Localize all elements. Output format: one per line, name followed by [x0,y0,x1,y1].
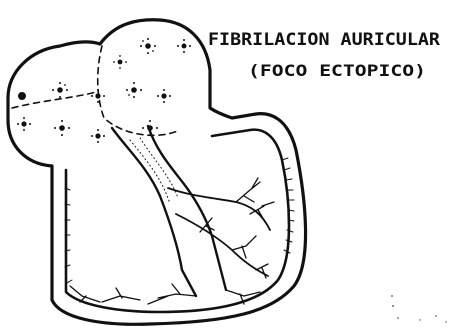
septum-stipple [130,138,178,204]
ectopic-focus [177,39,191,53]
ectopic-focus [54,120,70,136]
ectopic-focus [52,82,68,98]
ectopic-focus [17,117,31,131]
ectopic-focus [113,55,127,69]
ectopic-focus [126,82,142,98]
diagram-subtitle: (FOCO ECTOPICO) [248,61,426,80]
septum-bundle [112,126,226,296]
purkinje-fibers [70,178,274,304]
atrium-dashed-border [98,46,180,135]
ectopic-focus [157,89,171,103]
diagram-title: FIBRILACION AURICULAR [208,30,440,49]
ectopic-focus [140,38,156,54]
ventricle-inner-outline [66,130,289,312]
bundle-branch-left [168,188,270,230]
scan-specks [391,295,447,323]
ectopic-focus [91,129,105,143]
bundle-branch-right [176,214,268,276]
ectopic-foci [17,38,191,143]
sinus-node-dot [18,92,26,100]
